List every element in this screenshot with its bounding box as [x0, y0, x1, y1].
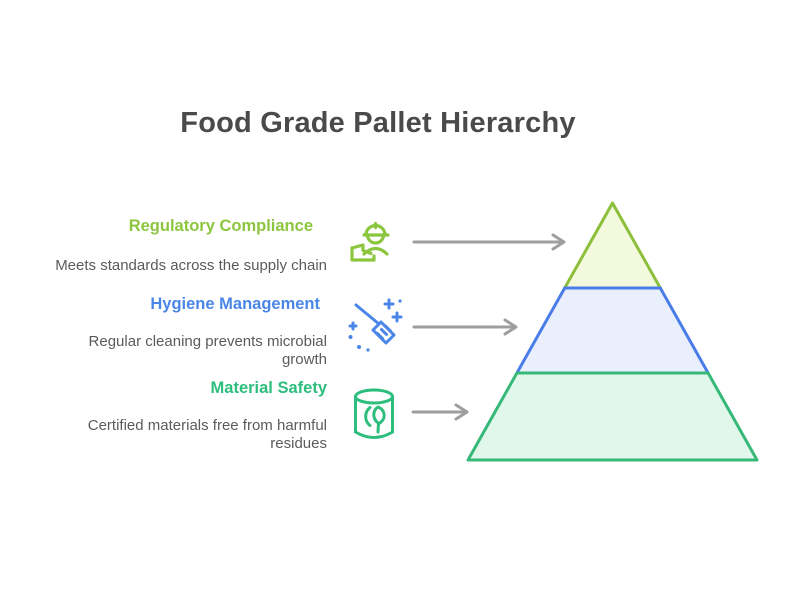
- section-heading: Regulatory Compliance: [128, 217, 313, 235]
- arrow-right-icon: [411, 403, 469, 421]
- diagram-title: Food Grade Pallet Hierarchy: [180, 107, 576, 139]
- section-hygiene-management: Hygiene Management Regular cleaning prev…: [27, 294, 327, 369]
- section-regulatory-compliance: Regulatory Compliance Meets standards ac…: [27, 216, 327, 275]
- pyramid-diagram: [466, 201, 759, 462]
- pyramid-level-top: [563, 201, 662, 290]
- arrow-right-icon: [412, 318, 518, 336]
- arrow-right-icon: [412, 233, 566, 251]
- worker-hard-hat-icon: [350, 221, 390, 262]
- section-description: Regular cleaning prevents microbial grow…: [88, 333, 327, 368]
- section-heading: Hygiene Management: [150, 295, 320, 313]
- section-heading: Material Safety: [210, 379, 327, 397]
- can-leaf-icon: [354, 388, 394, 439]
- pyramid-level-bottom: [466, 371, 759, 462]
- section-description: Meets standards across the supply chain: [55, 257, 327, 274]
- broom-sparkles-icon: [348, 298, 403, 352]
- section-material-safety: Material Safety Certified materials free…: [27, 378, 327, 453]
- pyramid-level-middle: [515, 286, 710, 375]
- section-description: Certified materials free from harmful re…: [87, 417, 327, 452]
